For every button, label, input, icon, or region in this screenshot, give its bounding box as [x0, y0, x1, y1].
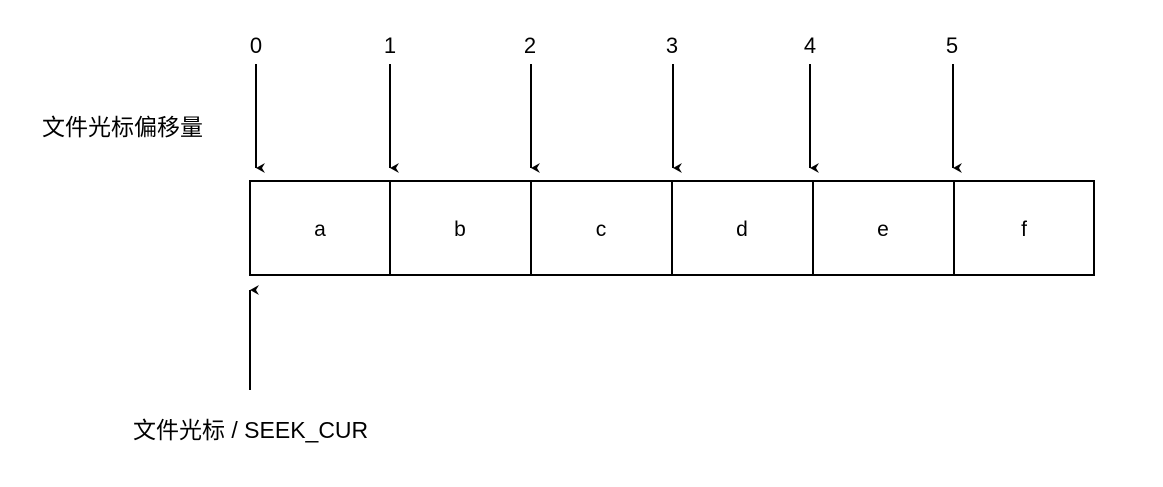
byte-cell — [671, 180, 814, 276]
offset-number: 2 — [524, 33, 536, 58]
byte-cell — [249, 180, 391, 276]
offset-number: 1 — [384, 33, 396, 58]
offset-markers: 0 1 2 3 4 5 — [250, 33, 962, 173]
byte-cell — [953, 180, 1095, 276]
cell-char: d — [736, 218, 748, 241]
offset-label: 文件光标偏移量 — [42, 114, 203, 140]
cell-char: f — [1021, 218, 1027, 241]
offset-number: 5 — [946, 33, 958, 58]
cell-char: c — [596, 218, 607, 241]
cell-char: a — [314, 218, 326, 241]
cell-char: b — [454, 218, 466, 241]
offset-number: 0 — [250, 33, 262, 58]
byte-cells: a b c d e f — [249, 180, 1095, 276]
offset-number: 4 — [804, 33, 816, 58]
byte-cell — [812, 180, 955, 276]
offset-number: 3 — [666, 33, 678, 58]
cursor-label: 文件光标 / SEEK_CUR — [133, 417, 368, 443]
cell-char: e — [877, 218, 889, 241]
